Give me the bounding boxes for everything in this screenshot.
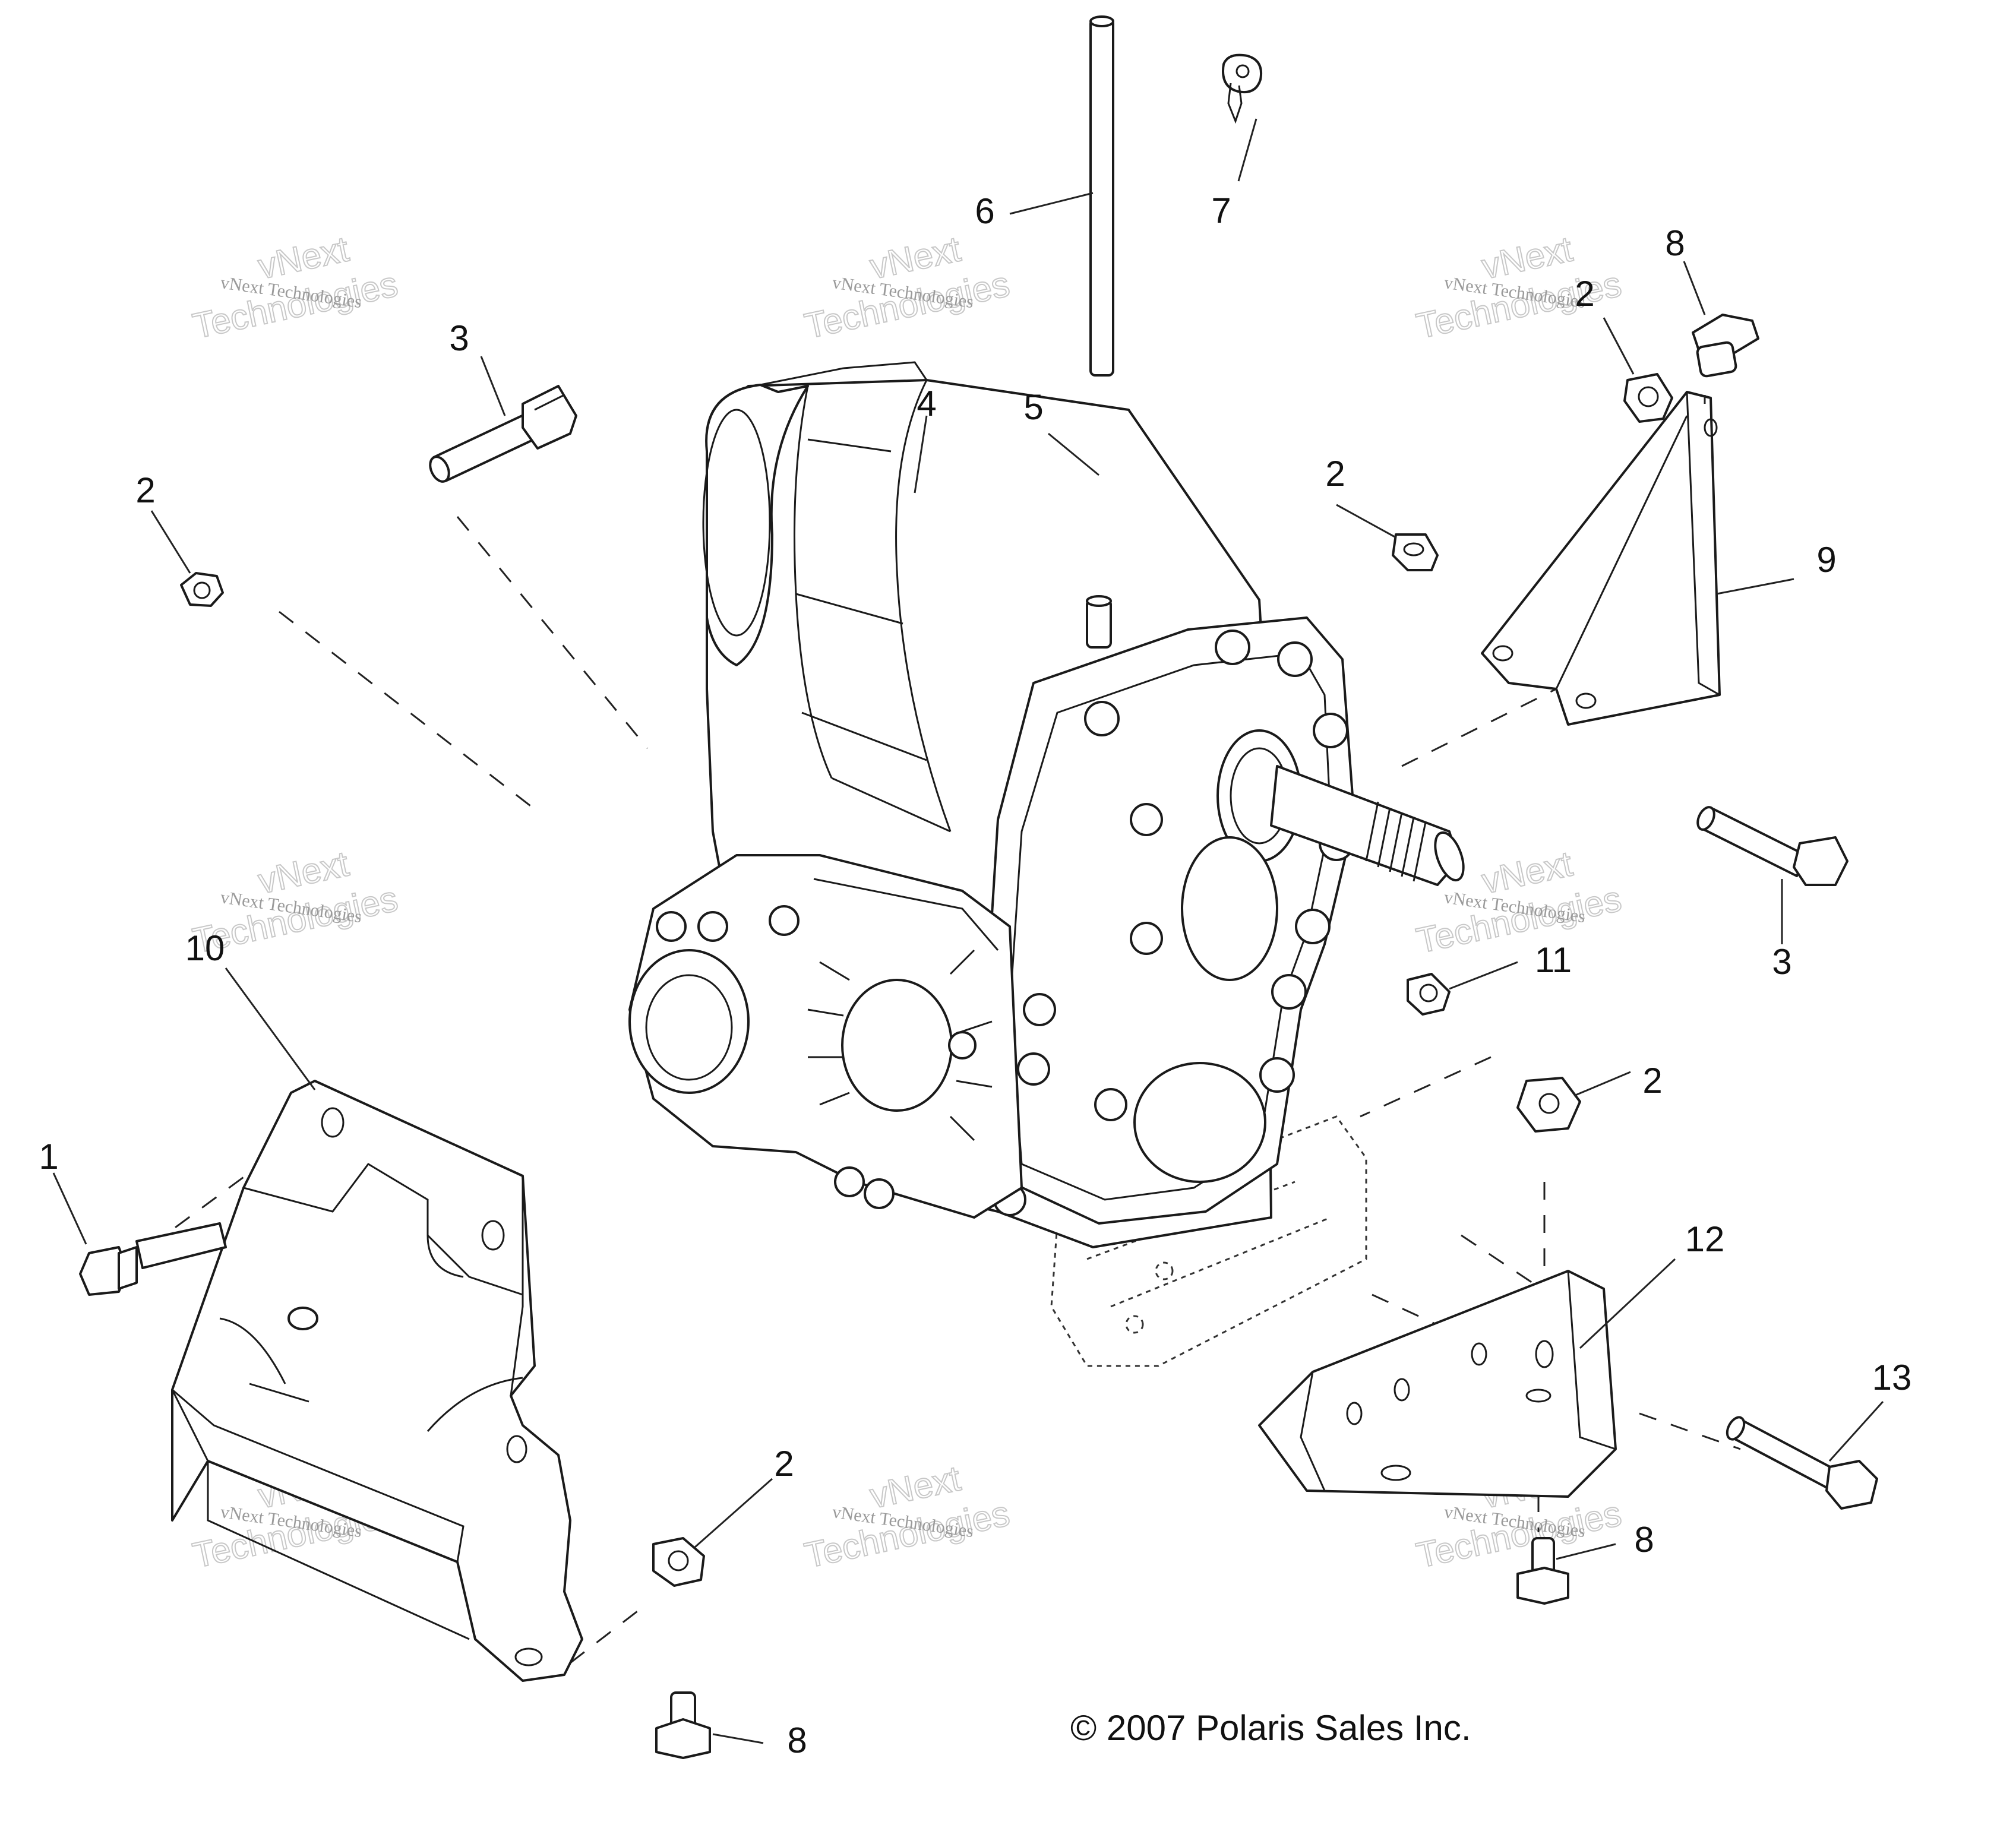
leader-lines bbox=[52, 118, 1884, 1744]
nut-part-2-upper-left bbox=[180, 572, 224, 607]
bolt-part-3-right bbox=[1696, 806, 1848, 886]
watermark-tl: Technologies vNext vNext Technologies bbox=[189, 228, 402, 346]
callout-8-upper: 8 bbox=[1665, 223, 1685, 263]
gearbox-part-4 bbox=[628, 361, 1465, 1367]
callout-6: 6 bbox=[975, 191, 994, 231]
bolt-part-8-bottom bbox=[655, 1691, 711, 1759]
bolt-part-1 bbox=[79, 1222, 227, 1296]
callout-labels: 1 2 2 2 2 2 3 3 4 5 6 7 8 8 8 9 10 11 12… bbox=[39, 191, 1911, 1760]
nut-part-2-bottom bbox=[652, 1537, 705, 1587]
callout-2-upper-left: 2 bbox=[135, 470, 155, 510]
callout-5: 5 bbox=[1023, 387, 1043, 427]
bracket-part-10 bbox=[171, 1080, 583, 1682]
nut-part-2-center bbox=[1392, 533, 1439, 571]
callout-12: 12 bbox=[1685, 1219, 1725, 1259]
bracket-part-9 bbox=[1481, 391, 1721, 726]
callout-7: 7 bbox=[1211, 191, 1231, 230]
watermark-bm: Technologies vNext vNext Technologies bbox=[801, 1457, 1014, 1576]
callout-3-right: 3 bbox=[1772, 942, 1791, 982]
callout-2-upper-right: 2 bbox=[1575, 274, 1594, 314]
callout-8-lower-right: 8 bbox=[1634, 1520, 1654, 1560]
callout-8-bottom: 8 bbox=[787, 1721, 807, 1760]
bracket-part-12 bbox=[1258, 1270, 1617, 1498]
bolt-part-8-lower-right bbox=[1516, 1537, 1569, 1605]
nut-part-11 bbox=[1407, 973, 1451, 1016]
nut-part-2-upper-right bbox=[1623, 373, 1673, 423]
copyright-notice: © 2007 Polaris Sales Inc. bbox=[1070, 1708, 1471, 1748]
callout-3-upper: 3 bbox=[449, 318, 469, 358]
callout-11: 11 bbox=[1535, 940, 1572, 980]
callout-1: 1 bbox=[39, 1137, 58, 1177]
watermark-tm: Technologies vNext vNext Technologies bbox=[801, 228, 1014, 346]
callout-2-right-middle: 2 bbox=[1642, 1061, 1662, 1100]
callout-13: 13 bbox=[1872, 1358, 1912, 1397]
rod-part-6 bbox=[1089, 15, 1114, 377]
callout-10: 10 bbox=[185, 928, 225, 968]
callout-2-center: 2 bbox=[1325, 454, 1345, 494]
bolt-part-3-upper bbox=[429, 385, 577, 483]
callout-4: 4 bbox=[917, 384, 936, 423]
bolt-part-8-upper bbox=[1692, 314, 1759, 378]
callout-2-bottom: 2 bbox=[774, 1444, 794, 1484]
watermark-tr: Technologies vNext vNext Technologies bbox=[1413, 228, 1626, 346]
nut-part-2-right-middle bbox=[1516, 1077, 1581, 1133]
bolt-part-13 bbox=[1726, 1416, 1878, 1510]
callout-9: 9 bbox=[1816, 540, 1836, 580]
clip-part-7 bbox=[1222, 53, 1262, 124]
